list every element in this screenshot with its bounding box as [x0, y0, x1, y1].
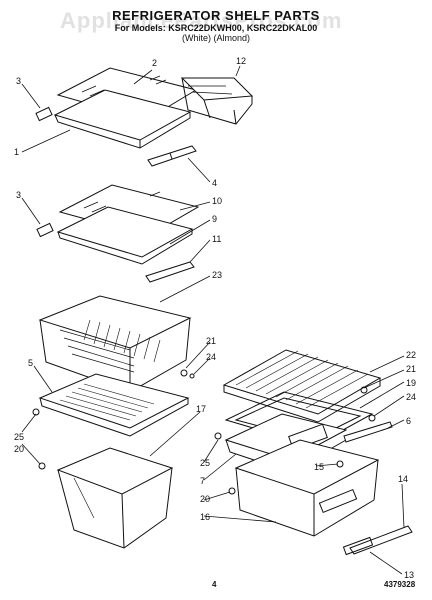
- callout-14: 14: [398, 474, 408, 484]
- callout-17: 17: [196, 404, 206, 414]
- callout-15: 15: [314, 462, 324, 472]
- callout-11: 11: [212, 234, 221, 244]
- callout-25-left: 25: [14, 432, 24, 442]
- part-17-pan: [56, 447, 174, 549]
- part-12-bin: [180, 77, 254, 125]
- callout-24-right: 24: [406, 392, 416, 402]
- callout-7: 7: [200, 476, 205, 486]
- callout-1: 1: [14, 147, 19, 157]
- part-23-drawer: [38, 295, 192, 393]
- page-number: 4: [212, 580, 217, 589]
- callout-6: 6: [406, 416, 411, 426]
- right-shelf-assembly: [222, 349, 413, 556]
- callout-22: 22: [406, 350, 416, 360]
- callout-21-right: 21: [406, 364, 416, 374]
- part-5-cover: [38, 373, 190, 437]
- callout-3-mid: 3: [16, 190, 21, 200]
- callout-20-left: 20: [14, 444, 24, 454]
- callout-13: 13: [404, 570, 414, 580]
- callout-4: 4: [212, 178, 217, 188]
- document-number: 4379328: [384, 580, 416, 589]
- small-parts: [32, 369, 376, 495]
- callout-12: 12: [236, 56, 246, 66]
- callout-24-left: 24: [206, 352, 216, 362]
- diagram-title: REFRIGERATOR SHELF PARTS: [112, 8, 320, 23]
- callout-21-left: 21: [206, 336, 216, 346]
- callout-10: 10: [212, 196, 222, 206]
- colors-line: (White) (Almond): [181, 33, 250, 43]
- callout-20-right: 20: [200, 494, 210, 504]
- callout-19: 19: [406, 378, 416, 388]
- callout-23: 23: [212, 270, 222, 280]
- models-line: For Models: KSRC22DKWH00, KSRC22DKAL00: [114, 23, 318, 33]
- callout-16: 16: [200, 512, 210, 522]
- callout-9: 9: [212, 214, 217, 224]
- middle-shelf-assembly: [36, 184, 200, 283]
- callout-numbers: 1 2 3 4 3 10 9 11 12 23 5 21 24 25 20 17…: [14, 56, 416, 580]
- top-shelf-assembly: [35, 67, 198, 167]
- callout-2: 2: [152, 58, 157, 68]
- leader-lines: [21, 65, 405, 575]
- callout-5: 5: [28, 358, 33, 368]
- callout-3-top: 3: [16, 76, 21, 86]
- callout-25-right: 25: [200, 458, 210, 468]
- watermark: AppliancePartsPros.com: [60, 8, 343, 33]
